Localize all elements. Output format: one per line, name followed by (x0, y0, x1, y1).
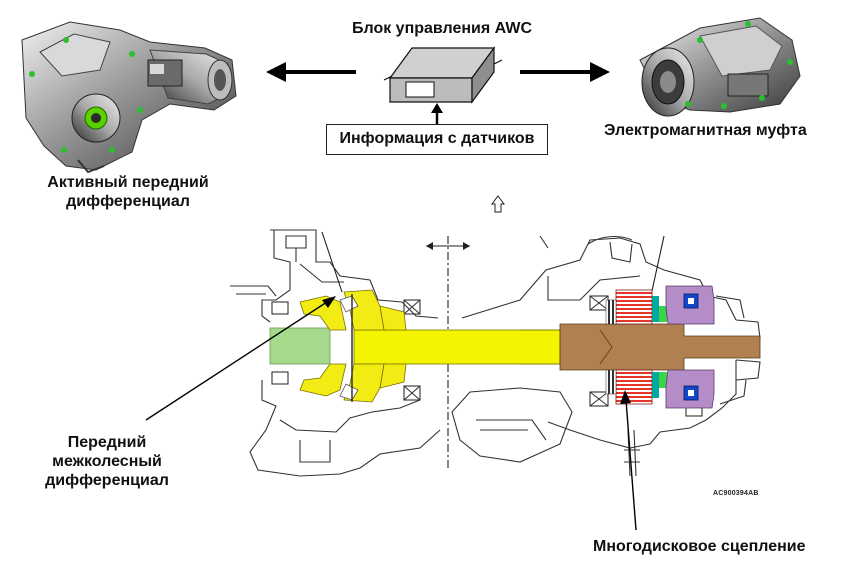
document-code: AC900394AB (713, 490, 759, 497)
multidisc-clutch-label: Многодисковое сцепление (593, 538, 806, 555)
leader-front-differential-arrowhead (322, 296, 336, 308)
front-differential-label: Передний межколесный дифференциал (32, 433, 182, 490)
armature-rings (652, 296, 667, 398)
control-unit-icon (383, 46, 503, 104)
output-shaft (559, 323, 761, 371)
leader-multidisc-clutch (625, 399, 637, 531)
arrow-from-sensors (431, 103, 443, 124)
sensor-info-box: Информация с датчиков (326, 124, 548, 155)
active-front-differential-label: Активный передний дифференциал (28, 173, 228, 211)
awc-unit-label: Блок управления AWC (352, 20, 532, 37)
differential-gears (299, 289, 407, 403)
front-differential-label-line3: дифференциал (45, 472, 169, 489)
active-front-differential-label-line1: Активный передний (47, 174, 209, 191)
clutch-pack (605, 289, 653, 405)
up-arrow-outline-icon (491, 195, 505, 213)
electromagnet-coil (665, 285, 715, 409)
electromagnetic-clutch-image (639, 17, 801, 117)
electromagnetic-clutch-label: Электромагнитная муфта (604, 122, 807, 139)
leader-multidisc-clutch-arrowhead (620, 390, 631, 404)
active-front-differential-image (21, 21, 237, 174)
left-output-shaft (269, 327, 331, 365)
front-differential-label-line2: межколесный (52, 453, 162, 470)
arrow-to-clutch (520, 62, 610, 82)
active-front-differential-label-line2: дифференциал (66, 193, 190, 210)
arrow-to-front-differential (266, 62, 356, 82)
front-differential-label-line1: Передний (67, 434, 147, 451)
sensor-info-label: Информация с датчиков (339, 130, 535, 147)
leader-front-differential (145, 299, 331, 421)
